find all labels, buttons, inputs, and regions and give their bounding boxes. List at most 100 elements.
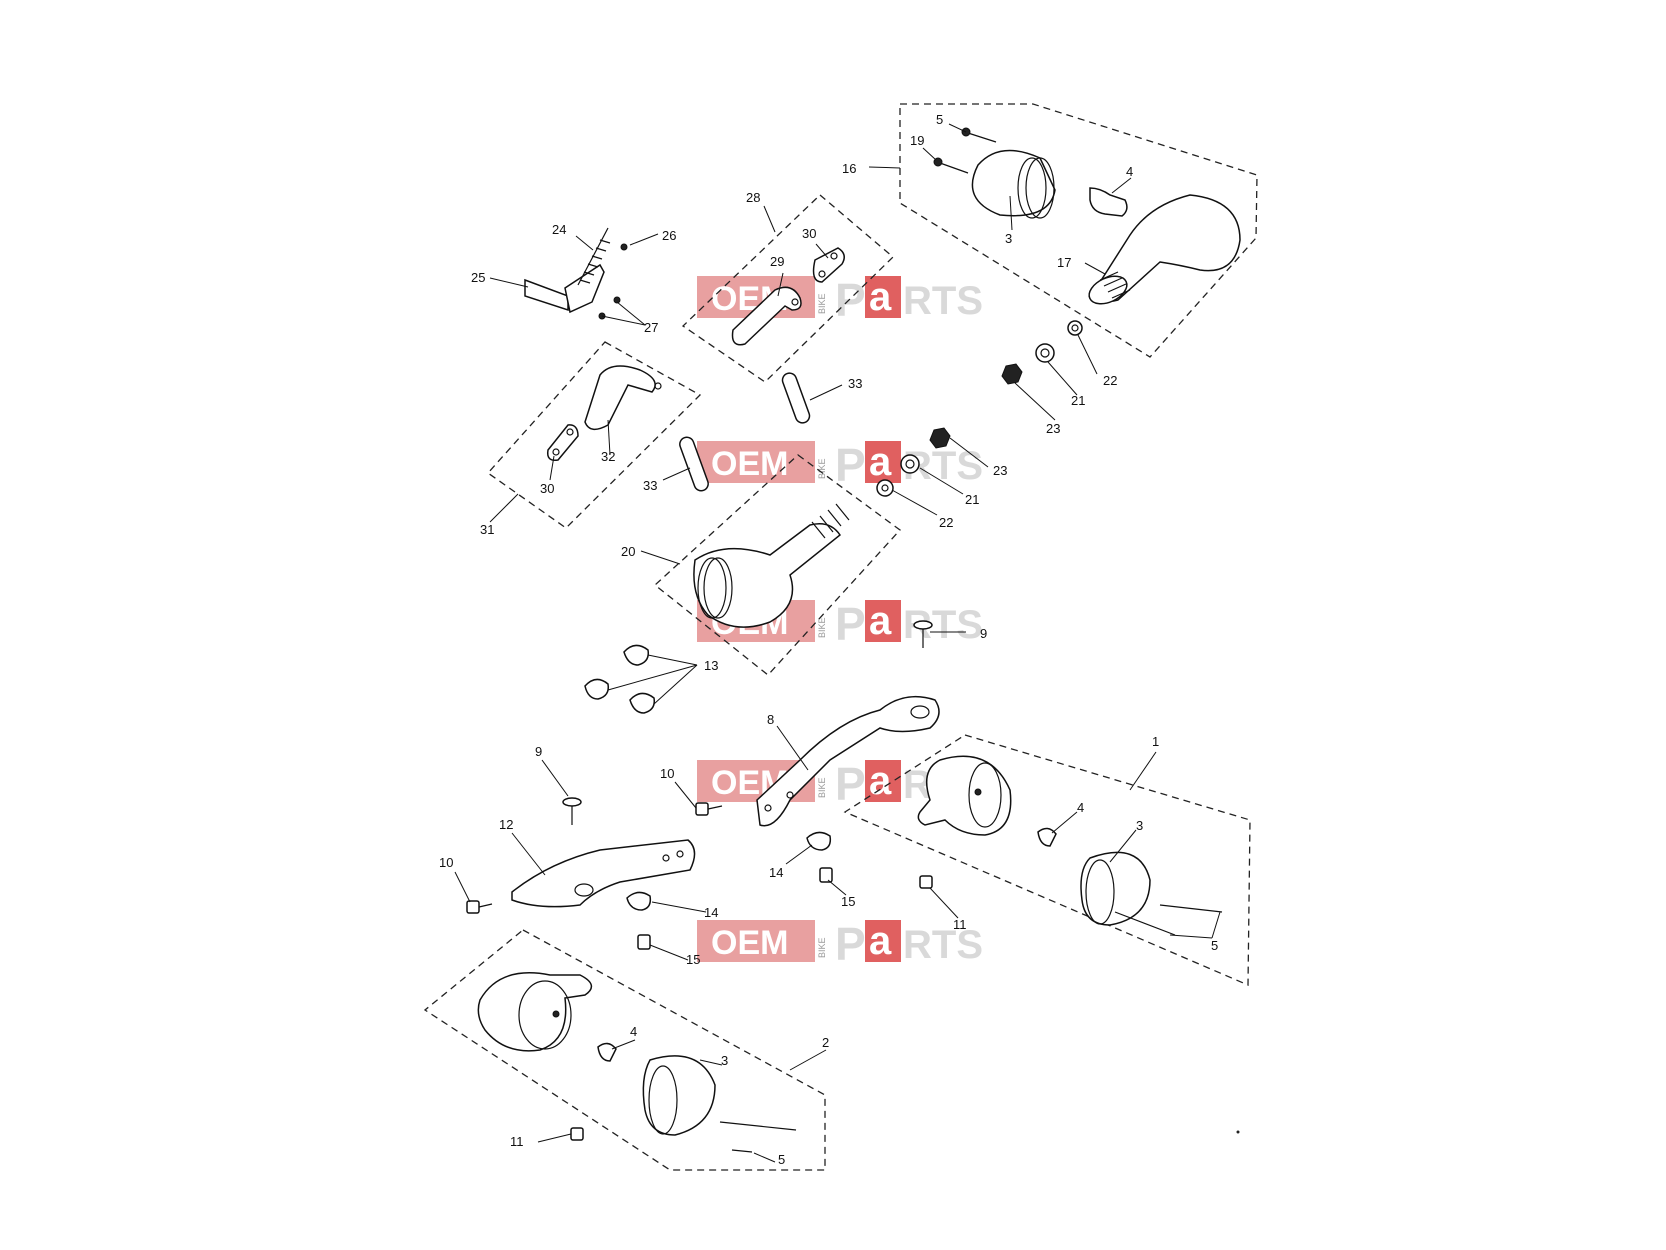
leader-12 (511, 832, 546, 876)
indicator-body-1-socket (974, 788, 982, 796)
nut-23-mid (929, 427, 951, 449)
clamp-30-left (546, 424, 579, 462)
leader-11-right (929, 887, 959, 919)
leader-5-right-b (1169, 934, 1213, 939)
watermark-bike-text: BIKE (817, 777, 827, 798)
lockwasher-21-top (1035, 343, 1055, 363)
indicator-body-17 (1094, 194, 1241, 302)
washer-22-top (1067, 320, 1083, 336)
callout-30: 30 (802, 226, 816, 241)
leader-3-bottom (699, 1059, 723, 1066)
screw-9-upper-head (913, 620, 933, 630)
screw-9-lower (562, 797, 582, 825)
leader-22-top (1077, 334, 1098, 375)
clamp-30-left-hole-b (552, 448, 560, 456)
watermark: OEM BIKE P a RTS (697, 439, 983, 491)
spring-24-coils (579, 239, 611, 284)
leader-10-mid (674, 781, 697, 809)
callout-23: 23 (1046, 421, 1060, 436)
bracket-24-25-group (524, 227, 628, 320)
watermark: OEM BIKE P a RTS (697, 274, 983, 326)
watermark-oem-text: OEM (711, 924, 788, 962)
bracket-8-hole-b (764, 804, 772, 812)
watermark-a-text: a (869, 759, 892, 803)
bracket-12 (511, 839, 696, 908)
callout-10: 10 (660, 766, 674, 781)
watermark-a-box (865, 920, 901, 962)
nut-26 (620, 243, 628, 251)
bracket-31-group (546, 365, 662, 462)
leader-23-top (1014, 382, 1056, 421)
screw-10-left-head (466, 900, 480, 914)
watermark-a-text: a (869, 275, 892, 319)
pad-33-right (781, 372, 811, 424)
leader-21-mid (919, 467, 964, 495)
bracket-29 (731, 286, 802, 346)
bracket-28-group (731, 247, 845, 346)
washer-22-top-hole (1071, 324, 1079, 332)
callout-22: 22 (939, 515, 953, 530)
washer-22-mid-hole (881, 484, 889, 492)
callout-15: 15 (841, 894, 855, 909)
stray-dot (1236, 1130, 1240, 1134)
leader-31 (489, 493, 519, 523)
callout-21: 21 (965, 492, 979, 507)
bracket-12-hole-c (676, 850, 684, 858)
screw-15-mid (819, 867, 833, 883)
callout-4: 4 (1077, 800, 1084, 815)
indicator-16-group (933, 127, 1241, 385)
callout-33: 33 (643, 478, 657, 493)
leader-1 (1129, 751, 1157, 791)
leader-13b (607, 664, 698, 691)
watermark-bike-text: BIKE (817, 937, 827, 958)
leader-13a (647, 654, 698, 666)
screw-9-upper (913, 620, 933, 648)
watermark-oem-box (697, 920, 815, 962)
callout-14: 14 (769, 865, 783, 880)
indicator-body-17-ribs (1099, 271, 1131, 299)
callout-22: 22 (1103, 373, 1117, 388)
leader-11-bottom (537, 1133, 572, 1143)
callout-28: 28 (746, 190, 760, 205)
bracket-32 (584, 365, 656, 431)
leader-25 (489, 277, 529, 288)
callout-26: 26 (662, 228, 676, 243)
watermark-rts-text: RTS (903, 279, 983, 323)
watermark-a-box (865, 441, 901, 483)
leader-5-bottom (753, 1152, 776, 1163)
indicator-body-2 (477, 972, 593, 1052)
leader-20 (640, 550, 681, 565)
callout-1: 1 (1152, 734, 1159, 749)
leader-13c (653, 664, 698, 705)
indicator-body-20-lens (697, 557, 727, 619)
leader-27b (601, 315, 646, 326)
bracket-8-body (756, 695, 940, 827)
indicator-1-group (917, 755, 1223, 936)
indicator-body-2-socket (552, 1010, 560, 1018)
leader-8 (776, 725, 809, 771)
leader-3-top (1009, 195, 1013, 231)
group-box-31 (487, 341, 702, 529)
watermark-p-text: P (835, 274, 866, 326)
bracket-8-hole-c (786, 791, 794, 799)
leader-33-right (809, 384, 843, 401)
screw-5-bottom-b (731, 1149, 753, 1153)
leader-3-right (1109, 829, 1137, 863)
bracket-32-hole (654, 382, 662, 390)
bracket-12-body (511, 839, 696, 908)
clamp-14-left (626, 891, 652, 911)
plug-11-bottom (570, 1127, 584, 1141)
group-box-20 (653, 454, 901, 676)
callout-33: 33 (848, 376, 862, 391)
callout-15: 15 (686, 952, 700, 967)
callout-3: 3 (1136, 818, 1143, 833)
washer-22-mid (876, 479, 894, 497)
screw-9-lower-head (562, 797, 582, 807)
watermark-oem-text: OEM (711, 445, 788, 483)
bracket-29-hole (791, 298, 799, 306)
watermark-p-text: P (835, 758, 866, 810)
indicator-body-20-rim (703, 557, 733, 619)
screw-5-top (967, 132, 997, 143)
callout-31: 31 (480, 522, 494, 537)
